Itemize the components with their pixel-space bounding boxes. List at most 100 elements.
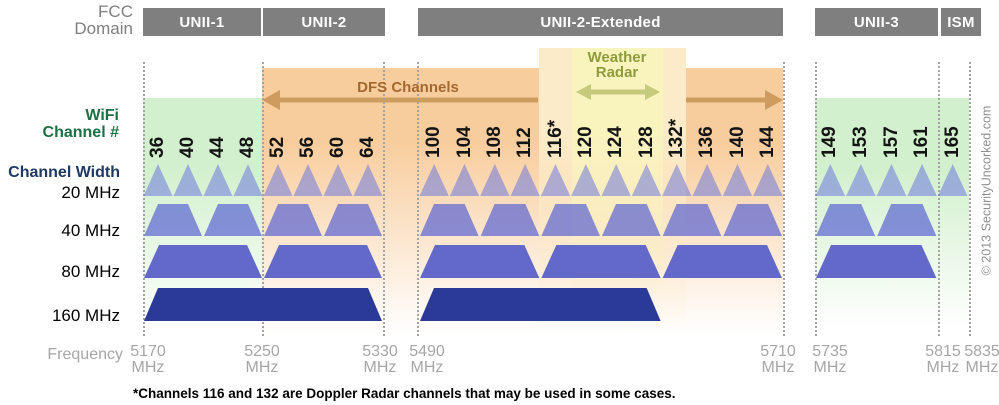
channel-number-144: 144 (756, 126, 778, 158)
frequency-gridline (815, 62, 817, 336)
channel-20mhz-64 (353, 164, 383, 196)
channel-40mhz-s0-1 (204, 204, 262, 236)
fcc-band-unii-2: UNII-2 (263, 8, 385, 36)
channel-80mhz-s1-0 (420, 245, 540, 278)
channel-number-108: 108 (483, 126, 505, 158)
fcc-band-ism: ISM (941, 8, 981, 36)
weather-radar-line1: Weather (587, 49, 647, 66)
freq-tick-unit: MHz (245, 359, 279, 376)
channel-number-40: 40 (177, 136, 198, 158)
channel-number-161: 161 (911, 126, 933, 158)
weather-arrowhead-right (645, 84, 660, 100)
fcc-band-unii-3: UNII-3 (815, 8, 938, 36)
channel-20mhz-104 (449, 164, 480, 196)
channel-40mhz-s1-1 (480, 204, 540, 236)
channel-20mhz-44 (203, 164, 233, 196)
channel-20mhz-120 (571, 164, 601, 196)
row-label-20-mhz: 20 MHz (61, 183, 120, 202)
freq-tick-value: 5710 (760, 343, 796, 360)
channel-number-64: 64 (357, 136, 378, 158)
channel-20mhz-100 (419, 164, 449, 196)
channel-20mhz-116 (540, 164, 571, 196)
channel-number-140: 140 (726, 126, 748, 158)
channel-20mhz-153 (846, 164, 876, 196)
fcc-domain-line1: FCC (98, 2, 133, 21)
fcc-domain-label: FCC Domain (40, 3, 133, 37)
frequency-gridline (143, 62, 145, 336)
frequency-gridline (262, 62, 264, 336)
freq-tick-unit: MHz (965, 359, 999, 376)
freq-tick-value: 5330 (362, 343, 398, 360)
channel-20mhz-48 (233, 164, 263, 196)
frequency-gridline (417, 62, 419, 336)
channel-number-132: 132* (665, 118, 687, 158)
wifi-channel-line2: Channel # (42, 124, 119, 141)
channel-20mhz-149 (815, 164, 846, 196)
channel-160mhz-s1 (420, 288, 661, 321)
dfs-arrow-line-left (277, 97, 538, 103)
channel-number-44: 44 (207, 136, 228, 158)
copyright-text: © 2013 SecurityUncorked.com (979, 105, 994, 276)
dfs-arrow-line-right (686, 97, 766, 103)
fcc-band-unii-1: UNII-1 (143, 8, 261, 36)
channel-number-36: 36 (147, 136, 168, 158)
channel-20mhz-157 (876, 164, 907, 196)
channel-number-100: 100 (423, 126, 445, 158)
channel-width-label: Channel Width (8, 164, 120, 181)
row-label-40-mhz: 40 MHz (61, 221, 120, 240)
channel-20mhz-140 (722, 164, 753, 196)
channel-80mhz-s2-0 (816, 245, 937, 278)
channel-20mhz-136 (692, 164, 722, 196)
channel-20mhz-56 (293, 164, 323, 196)
channel-80mhz-s0-1 (264, 245, 382, 278)
weather-radar-line2: Radar (595, 64, 639, 81)
channel-20mhz-144 (753, 164, 783, 196)
weather-radar-label: Weather Radar (567, 50, 667, 80)
freq-tick-unit: MHz (131, 359, 165, 376)
frequency-axis-label: Frequency (47, 346, 123, 363)
weather-arrowhead-left (576, 84, 591, 100)
channel-20mhz-128 (631, 164, 662, 196)
channel-20mhz-52 (263, 164, 293, 196)
channel-number-149: 149 (819, 126, 841, 158)
wifi-channel-label: WiFi Channel # (30, 107, 119, 141)
channel-number-124: 124 (605, 126, 627, 158)
freq-tick-value: 5815 (925, 343, 961, 360)
channel-20mhz-60 (323, 164, 353, 196)
channel-number-116: 116* (544, 119, 566, 158)
channel-number-165: 165 (941, 126, 963, 158)
channel-number-153: 153 (849, 126, 871, 158)
channel-80mhz-s0-0 (144, 245, 262, 278)
channel-number-60: 60 (327, 136, 348, 158)
freq-tick-value: 5835 (964, 343, 999, 360)
channel-number-48: 48 (237, 136, 258, 158)
wifi-channel-line1: WiFi (85, 107, 119, 124)
channel-number-120: 120 (574, 126, 596, 158)
channel-40mhz-s2-0 (816, 204, 876, 236)
channel-number-56: 56 (297, 136, 318, 158)
weather-arrow-line (589, 89, 646, 95)
channel-number-157: 157 (880, 126, 902, 158)
channel-40mhz-s1-4 (662, 204, 722, 236)
frequency-gridline (783, 62, 785, 336)
channel-20mhz-124 (601, 164, 631, 196)
channel-40mhz-s1-3 (602, 204, 661, 236)
channel-20mhz-36 (143, 164, 173, 196)
row-label-160-mhz: 160 MHz (51, 306, 120, 325)
frequency-gridline (383, 62, 385, 336)
freq-tick-unit: MHz (410, 359, 444, 376)
channel-20mhz-161 (907, 164, 937, 196)
channel-80mhz-s1-1 (541, 245, 661, 278)
channel-40mhz-s0-3 (324, 204, 382, 236)
dfs-channels-label: DFS Channels (357, 79, 459, 96)
footnote: *Channels 116 and 132 are Doppler Radar … (133, 386, 676, 401)
frequency-gridline (969, 62, 971, 336)
dfs-arrowhead-right (765, 90, 783, 110)
